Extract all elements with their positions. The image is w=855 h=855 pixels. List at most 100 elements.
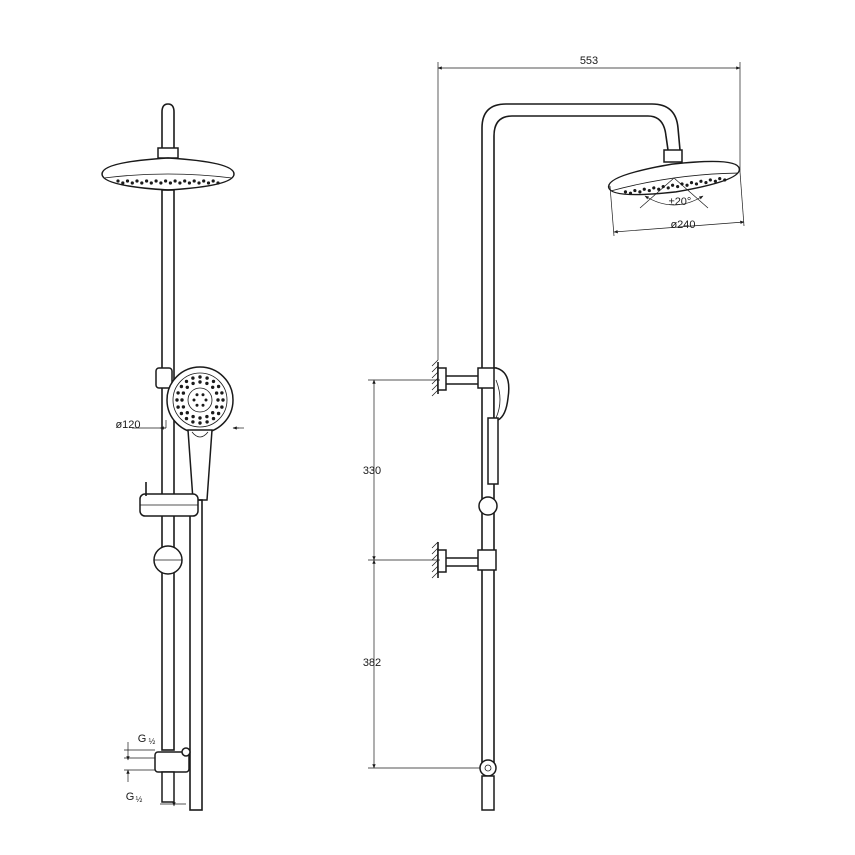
nozzle-dot (221, 398, 225, 402)
nozzle-dot (168, 181, 172, 185)
nozzle-dot (201, 393, 205, 397)
front-head-connector (157, 147, 179, 159)
lower-height-dimension: 382 (363, 559, 480, 769)
front-slide-bar (189, 499, 203, 811)
front-view: G ½ G ½ ø120 (101, 103, 244, 811)
nozzle-dot (676, 184, 680, 189)
front-hand-shower (166, 366, 234, 501)
upper-thread-label: G (138, 733, 147, 745)
nozzle-dot (699, 179, 703, 183)
front-holder-clip (155, 367, 173, 389)
nozzle-dot (149, 181, 153, 185)
nozzle-dot (211, 179, 215, 183)
nozzle-dot (638, 190, 642, 194)
side-head-connector (663, 149, 683, 163)
side-view: ±20° ø240 553 (363, 55, 745, 811)
nozzle-dot (192, 179, 196, 183)
nozzle-dot (216, 411, 221, 416)
side-hand-shower (487, 367, 510, 485)
total-width-label: 553 (580, 55, 598, 67)
nozzle-dot (198, 375, 202, 379)
nozzle-dot (195, 393, 199, 397)
nozzle-dot (657, 187, 661, 191)
nozzle-dot (718, 177, 722, 181)
side-diverter (479, 759, 497, 811)
nozzle-dot (191, 414, 195, 419)
nozzle-dot (191, 420, 195, 424)
nozzle-dot (135, 179, 139, 183)
lower-thread-callout: G ½ (124, 769, 186, 807)
nozzle-dot (206, 181, 211, 185)
head-diameter-dimension: ø240 (609, 171, 745, 237)
hand-shower-diameter-dimension: ø120 (115, 419, 244, 431)
nozzle-dot (185, 385, 189, 389)
upper-thread-fraction: ½ (149, 737, 156, 746)
nozzle-dot (704, 180, 708, 185)
nozzle-dot (198, 416, 202, 420)
nozzle-dot (689, 181, 694, 185)
head-diameter-label: ø240 (670, 219, 695, 231)
upper-thread-callout: G ½ (124, 733, 156, 761)
nozzle-dot (198, 380, 202, 384)
nozzle-dot (195, 403, 199, 407)
nozzle-dot (713, 179, 717, 183)
nozzle-dot (685, 183, 689, 187)
lower-height-label: 382 (363, 657, 381, 669)
nozzle-dot (220, 405, 224, 409)
nozzle-dot (205, 381, 209, 386)
upper-wall-bracket (431, 359, 497, 397)
nozzle-dot (191, 381, 195, 386)
front-slider-knob (139, 482, 199, 517)
front-diverter (154, 747, 191, 803)
nozzle-dot (216, 384, 221, 389)
nozzle-dot (201, 403, 205, 407)
nozzle-dot (164, 179, 168, 183)
front-riser-pipe (161, 189, 175, 751)
nozzle-dot (173, 179, 177, 183)
nozzle-dot (205, 414, 209, 419)
nozzle-dot (708, 178, 712, 182)
nozzle-dot (694, 182, 699, 186)
upper-bracket-spacing-dimension: 330 (363, 379, 440, 561)
nozzle-dot (214, 405, 219, 409)
nozzle-dot (211, 411, 215, 415)
nozzle-dot (130, 181, 134, 185)
lower-wall-bracket (431, 541, 497, 579)
nozzle-dot (185, 411, 189, 415)
nozzle-dot (633, 188, 637, 193)
lower-thread-fraction: ½ (136, 795, 143, 804)
nozzle-dot (642, 187, 646, 191)
nozzle-dot (140, 181, 144, 185)
nozzle-dot (121, 181, 125, 185)
front-overhead-shower-head (101, 157, 235, 191)
nozzle-dot (145, 179, 149, 183)
nozzle-dot (184, 379, 189, 384)
nozzle-dot (723, 178, 727, 182)
nozzle-dot (154, 179, 158, 183)
nozzle-dot (205, 376, 209, 380)
hand-shower-diameter-label: ø120 (115, 419, 140, 431)
side-riser-arm-inner (493, 115, 669, 768)
nozzle-dot (178, 181, 182, 185)
front-arm (161, 103, 175, 150)
nozzle-dot (116, 179, 120, 183)
nozzle-dot (180, 398, 184, 402)
nozzle-dot (216, 398, 220, 402)
nozzle-dot (197, 181, 201, 185)
nozzle-dot (623, 190, 628, 194)
nozzle-dot (176, 405, 180, 409)
nozzle-dot (179, 411, 184, 416)
nozzle-dot (216, 181, 220, 185)
nozzle-dot (211, 385, 215, 389)
nozzle-dot (187, 181, 191, 185)
nozzle-dot (183, 179, 187, 183)
nozzle-dot (175, 398, 179, 402)
nozzle-dot (205, 420, 209, 424)
lower-thread-label: G (126, 791, 135, 803)
tilt-angle-indicator: ±20° (639, 177, 709, 209)
nozzle-dot (628, 191, 633, 195)
nozzle-dot (192, 398, 196, 402)
nozzle-dot (661, 184, 665, 189)
side-riser-arm (481, 103, 681, 768)
